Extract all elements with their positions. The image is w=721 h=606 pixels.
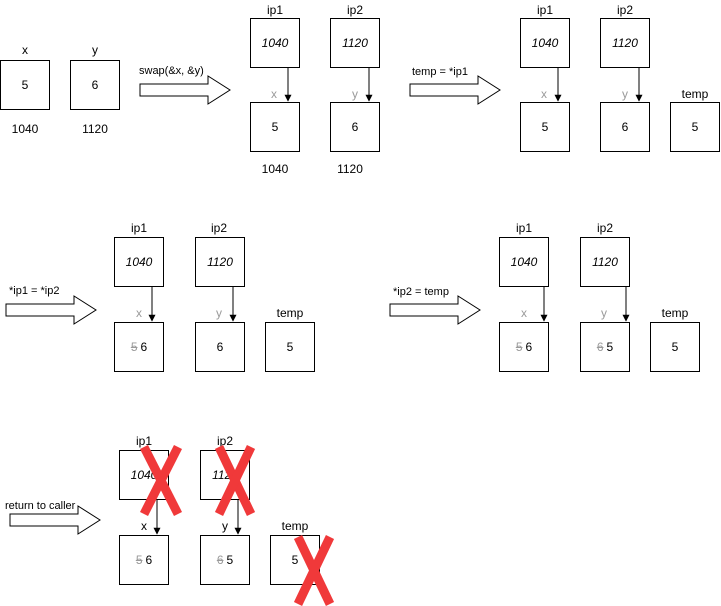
step2-ip2-value: 1120 (612, 36, 638, 50)
y-address: 1120 (82, 122, 108, 136)
step5-action-label: return to caller (5, 500, 76, 512)
step1-x-box: 5 (250, 102, 300, 152)
step5-ip1-box: 1040 (119, 450, 169, 500)
step5-temp-label: temp (281, 519, 309, 533)
step3-y-label: y (216, 306, 222, 320)
step3-block-arrow (5, 295, 97, 325)
step4-temp-label: temp (661, 306, 689, 320)
step2-x-value: 5 (541, 120, 549, 134)
step1-action-label: swap(&x, &y) (139, 65, 204, 77)
step5-x-label: x (141, 519, 147, 533)
step3-ip2-label: ip2 (210, 221, 227, 235)
step5-x-value: 6 (145, 553, 153, 567)
step1-ip2-box: 1120 (330, 18, 380, 68)
step5-y-value: 5 (226, 553, 234, 567)
step3-y-box: 6 (195, 322, 245, 372)
step3-temp-box: 5 (265, 322, 315, 372)
step4-y-label: y (601, 306, 607, 320)
step3-y-value: 6 (216, 340, 224, 354)
x-label: x (22, 43, 28, 57)
step2-action-label: temp = *ip1 (412, 66, 468, 78)
step1-x-value: 5 (271, 120, 279, 134)
x-value: 5 (21, 78, 29, 92)
step2-temp-value: 5 (691, 120, 699, 134)
step3-ip2-box: 1120 (195, 237, 245, 287)
x-box: 5 (0, 60, 50, 110)
step4-ip1-value: 1040 (510, 255, 538, 269)
step4-temp-box: 5 (650, 322, 700, 372)
step4-ip2-value: 1120 (592, 255, 618, 269)
step1-block-arrow (139, 75, 231, 105)
step5-ip2-value: 1120 (212, 468, 238, 482)
step5-ip1-value: 1040 (130, 468, 158, 482)
step4-action-label: *ip2 = temp (393, 286, 449, 298)
step5-x-old-value: 5 (135, 553, 143, 567)
step4-x-value: 6 (525, 340, 533, 354)
step1-y-value: 6 (351, 120, 359, 134)
step1-ip2-label: ip2 (346, 3, 363, 17)
step5-ip2-label: ip2 (216, 434, 233, 448)
step1-ip2-value: 1120 (342, 36, 368, 50)
step1-ip1-label: ip1 (266, 3, 283, 17)
step3-ip1-box: 1040 (114, 237, 164, 287)
step4-temp-value: 5 (671, 340, 679, 354)
step4-x-old-value: 5 (515, 340, 523, 354)
step1-x-label: x (271, 87, 277, 101)
step3-ip1-label: ip1 (130, 221, 147, 235)
step2-temp-box: 5 (670, 102, 720, 152)
step1-y-label: y (352, 87, 358, 101)
step2-x-label: x (541, 87, 547, 101)
step2-ip2-box: 1120 (600, 18, 650, 68)
step1-ip1-box: 1040 (250, 18, 300, 68)
step4-y-old-value: 6 (596, 340, 604, 354)
y-box: 6 (70, 60, 120, 110)
step4-ip1-label: ip1 (515, 221, 532, 235)
step1-y-box: 6 (330, 102, 380, 152)
step5-ip1-label: ip1 (135, 434, 152, 448)
step3-ip1-value: 1040 (125, 255, 153, 269)
step1-ip1-value: 1040 (261, 36, 289, 50)
step2-ip2-label: ip2 (616, 3, 633, 17)
step3-x-value: 6 (140, 340, 148, 354)
step2-y-label: y (622, 87, 628, 101)
step5-y-old-value: 6 (216, 553, 224, 567)
step2-y-value: 6 (621, 120, 629, 134)
step4-x-label: x (521, 306, 527, 320)
step3-temp-value: 5 (286, 340, 294, 354)
step5-ip2-box: 1120 (200, 450, 250, 500)
step4-y-value: 5 (606, 340, 614, 354)
step4-ip2-label: ip2 (596, 221, 613, 235)
x-address: 1040 (11, 122, 39, 136)
step5-temp-value: 5 (291, 553, 299, 567)
step3-action-label: *ip1 = *ip2 (9, 285, 60, 297)
step2-ip1-box: 1040 (520, 18, 570, 68)
step2-block-arrow (409, 75, 501, 105)
step3-temp-label: temp (276, 306, 304, 320)
step3-x-label: x (136, 306, 142, 320)
step4-ip1-box: 1040 (499, 237, 549, 287)
y-label: y (92, 43, 98, 57)
step1-x-address: 1040 (261, 162, 289, 176)
step1-y-address: 1120 (337, 162, 363, 176)
step2-ip1-value: 1040 (531, 36, 559, 50)
y-value: 6 (91, 78, 99, 92)
step3-x-old-value: 5 (130, 340, 138, 354)
step2-x-box: 5 (520, 102, 570, 152)
step4-block-arrow (389, 295, 481, 325)
step2-temp-label: temp (681, 87, 709, 101)
step2-ip1-label: ip1 (536, 3, 553, 17)
step4-ip2-box: 1120 (580, 237, 630, 287)
step3-ip2-value: 1120 (207, 255, 233, 269)
step2-y-box: 6 (600, 102, 650, 152)
step5-y-label: y (222, 519, 228, 533)
step5-temp-box: 5 (270, 535, 320, 585)
